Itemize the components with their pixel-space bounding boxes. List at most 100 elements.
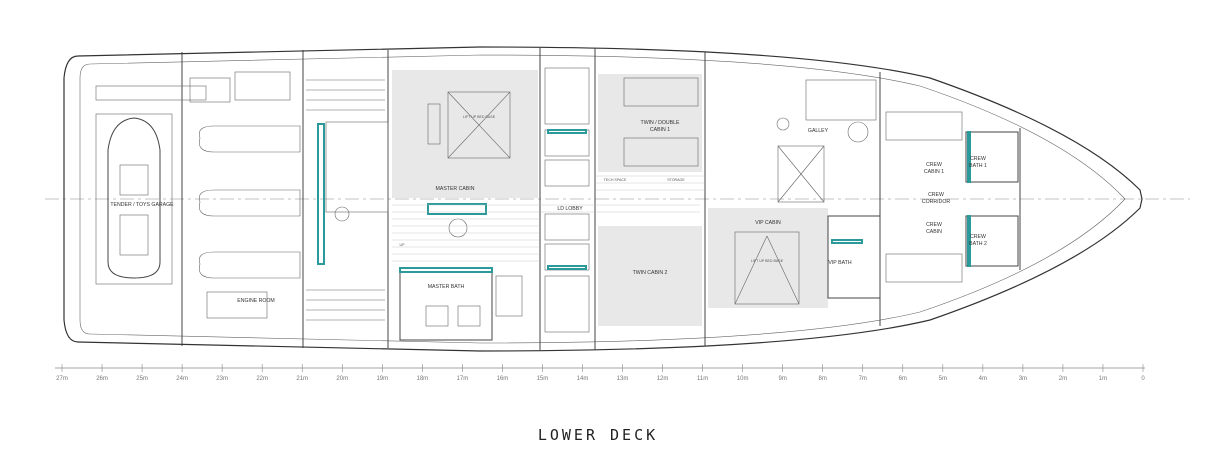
head-teal-2 <box>547 265 587 270</box>
crew-cabin-1-bed <box>885 111 963 141</box>
label-vip-cabin: VIP CABIN <box>755 220 781 226</box>
label-vip-bath: VIP BATH <box>828 260 851 266</box>
heads-center <box>544 67 590 333</box>
ruler-label: 1m <box>1099 376 1107 382</box>
label-crew-cabin-a: CREW <box>926 222 942 228</box>
ruler-label: 8m <box>819 376 827 382</box>
master-bath-counter <box>399 267 493 273</box>
ruler-label: 27m <box>56 376 68 382</box>
label-storage: STORAGE <box>667 178 685 182</box>
label-bed-master: LIFT UP BED BASE <box>463 115 496 119</box>
ruler-label: 5m <box>939 376 947 382</box>
label-galley: GALLEY <box>808 128 829 134</box>
tender-seat <box>119 214 149 256</box>
bed-1b <box>623 137 699 167</box>
ruler-label: 0 <box>1141 376 1145 382</box>
bed-1a <box>623 77 699 107</box>
ruler-label: 13m <box>617 376 629 382</box>
ruler-label: 21m <box>296 376 308 382</box>
garage-hatch <box>206 291 268 319</box>
master-vanity <box>427 203 487 215</box>
label-bed-vip: LIFT UP BED BASE <box>751 259 784 263</box>
ruler-label: 16m <box>497 376 509 382</box>
shower <box>495 275 523 317</box>
ruler-label: 3m <box>1019 376 1027 382</box>
garage-rail <box>95 85 207 101</box>
engine-units <box>189 71 301 279</box>
vip-bed <box>734 231 800 305</box>
label-crew-cabin-1b: CABIN 1 <box>924 169 944 175</box>
scale-ruler: 27m 26m 25m 24m 23m 22m 21m 20m 19m 18m 17m 16m 15m 1… <box>55 364 1145 382</box>
sink-1 <box>425 305 449 327</box>
ruler-label: 11m <box>697 376 708 382</box>
galley-counter <box>805 79 877 121</box>
lobby-round-table <box>448 218 468 238</box>
garage-bay <box>95 113 173 285</box>
master-bath-room <box>399 267 493 341</box>
label-engine-room: ENGINE ROOM <box>237 298 274 304</box>
tender-boat <box>107 117 161 279</box>
lobby-floor <box>392 175 705 262</box>
galley-table <box>847 121 869 143</box>
label-tender-garage: TENDER / TOYS GARAGE <box>110 202 174 208</box>
ruler-label: 19m <box>376 376 388 382</box>
deck-title: LOWER DECK <box>538 426 658 444</box>
crew-teal-1 <box>967 131 971 183</box>
ruler-label: 25m <box>136 376 148 382</box>
ruler-label: 4m <box>979 376 987 382</box>
ruler-label: 7m <box>859 376 867 382</box>
crew-teal-2 <box>967 215 971 267</box>
vip-bath-room <box>827 215 881 299</box>
ruler-label: 10m <box>737 376 749 382</box>
ruler-label: 14m <box>577 376 589 382</box>
head-teal-1 <box>547 129 587 134</box>
ruler-label: 24m <box>176 376 188 382</box>
ruler-label: 17m <box>457 376 469 382</box>
crew-cabin-bed <box>885 253 963 283</box>
stairs-aft <box>306 79 385 321</box>
label-twin-double-2: CABIN 1 <box>650 127 670 133</box>
label-master-cabin: MASTER CABIN <box>436 186 475 192</box>
master-desk <box>427 103 441 145</box>
label-crew-bath-2a: CREW <box>970 234 986 240</box>
hull-outline <box>63 46 1143 352</box>
twin-cabin-2-floor <box>598 226 702 326</box>
hull-inner <box>79 54 1126 344</box>
label-crew-corridor-a: CREW <box>928 192 944 198</box>
master-wardrobe <box>317 123 325 265</box>
ruler-label: 2m <box>1059 376 1067 382</box>
label-master-bath: MASTER BATH <box>428 284 465 290</box>
galley-island <box>777 145 825 203</box>
label-crew-corridor-b: CORRIDOR <box>922 199 950 205</box>
ruler-label: 12m <box>657 376 669 382</box>
label-crew-bath-2b: BATH 2 <box>969 241 987 247</box>
galley-stool <box>776 117 790 131</box>
tender-console <box>119 164 149 196</box>
ruler-label: 9m <box>778 376 786 382</box>
ruler-label: 23m <box>216 376 228 382</box>
master-bed <box>447 91 511 159</box>
ruler-label: 22m <box>256 376 268 382</box>
label-lobby: LD LOBBY <box>557 206 583 212</box>
ruler-label: 15m <box>537 376 549 382</box>
crew-bath-2-room <box>965 215 1019 267</box>
master-cabin-floor <box>392 70 538 198</box>
vip-bath-teal <box>831 239 863 244</box>
vip-cabin-floor <box>708 208 828 308</box>
label-crew-bath-1a: CREW <box>970 156 986 162</box>
label-up: UP <box>400 243 406 247</box>
master-sofa <box>325 121 389 213</box>
label-crew-cabin-b: CABIN <box>926 229 942 235</box>
label-crew-cabin-1a: CREW <box>926 162 942 168</box>
label-crew-bath-1b: BATH 1 <box>969 163 987 169</box>
twin-cabin-1-floor <box>598 74 702 172</box>
label-twin-cabin-2: TWIN CABIN 2 <box>633 270 668 276</box>
ruler-label: 20m <box>336 376 348 382</box>
ruler-label: 26m <box>96 376 108 382</box>
master-table <box>334 206 350 222</box>
crew-bath-1-room <box>965 131 1019 183</box>
label-twin-double-1: TWIN / DOUBLE <box>641 120 680 126</box>
sink-2 <box>457 305 481 327</box>
ruler-label: 18m <box>416 376 428 382</box>
